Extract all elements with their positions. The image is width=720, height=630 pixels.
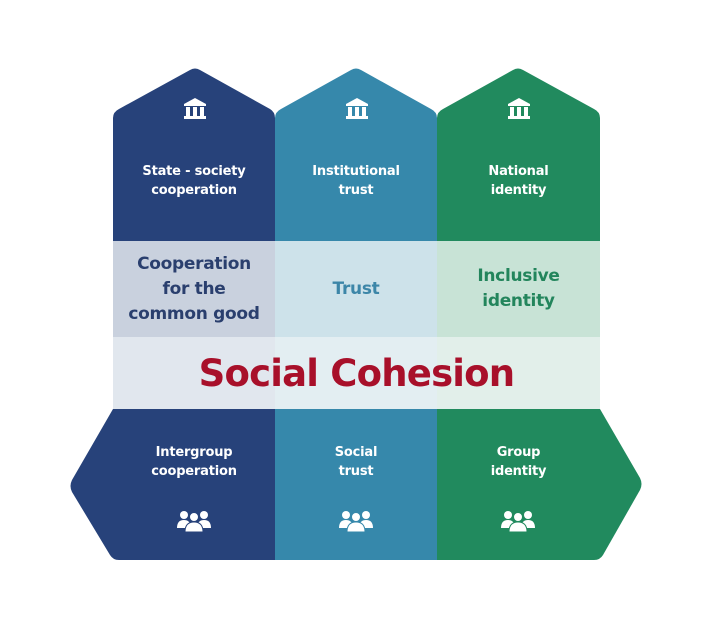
cohesion-band-middle	[275, 337, 437, 409]
top-shape-state-society	[113, 68, 275, 241]
bottom-label-line-2: trust	[338, 464, 374, 479]
dimension-line-1: Inclusive	[477, 266, 560, 286]
dimension-trust: Trust	[275, 241, 437, 337]
bottom-shape-intergroup	[70, 409, 275, 560]
dimension-inclusive-identity: Inclusive identity	[437, 241, 600, 337]
group-people-icon	[177, 511, 211, 532]
group-people-icon	[339, 511, 373, 532]
top-label-line-2: identity	[490, 183, 547, 198]
dimension-bg-trust	[275, 241, 437, 337]
bottom-label-group: Group identity	[437, 443, 600, 481]
dimension-line-1: Trust	[332, 278, 380, 299]
top-label-state-society: State - society cooperation	[113, 162, 275, 200]
bottom-label-line-2: identity	[490, 464, 547, 479]
bottom-label-line-1: Social	[334, 445, 378, 460]
institution-building-icon	[184, 98, 206, 119]
top-label-line-1: State - society	[142, 164, 246, 179]
group-people-icon	[501, 511, 535, 532]
social-cohesion-title: Social Cohesion	[198, 351, 516, 395]
dimension-cooperation: Cooperation for the common good	[113, 241, 275, 337]
dimension-line-2: for the	[162, 278, 226, 299]
top-label-institutional: Institutional trust	[275, 162, 437, 200]
bottom-shape-social	[275, 409, 437, 560]
top-label-national: National identity	[437, 162, 600, 200]
institution-building-icon	[508, 98, 530, 119]
bottom-label-intergroup: Intergroup cooperation	[113, 443, 275, 481]
top-shape-national	[437, 68, 600, 241]
dimension-bg-identity	[437, 241, 600, 337]
bottom-label-line-1: Intergroup	[155, 445, 233, 460]
dimension-line-1: Cooperation	[137, 253, 251, 274]
top-label-line-2: cooperation	[151, 183, 237, 198]
top-label-line-1: National	[488, 164, 549, 179]
bottom-label-social: Social trust	[275, 443, 437, 481]
dimension-line-3: common good	[128, 303, 260, 324]
bottom-label-line-2: cooperation	[151, 464, 237, 479]
top-label-line-2: trust	[338, 183, 374, 198]
bottom-label-line-1: Group	[496, 445, 541, 460]
dimension-line-2: identity	[482, 291, 555, 311]
bottom-shape-group	[437, 409, 642, 560]
cohesion-band-right	[437, 337, 600, 409]
dimension-bg-cooperation	[113, 241, 275, 337]
top-label-line-1: Institutional	[312, 164, 400, 179]
top-shape-institutional	[275, 68, 437, 241]
cohesion-band-left	[113, 337, 275, 409]
institution-building-icon	[346, 98, 368, 119]
